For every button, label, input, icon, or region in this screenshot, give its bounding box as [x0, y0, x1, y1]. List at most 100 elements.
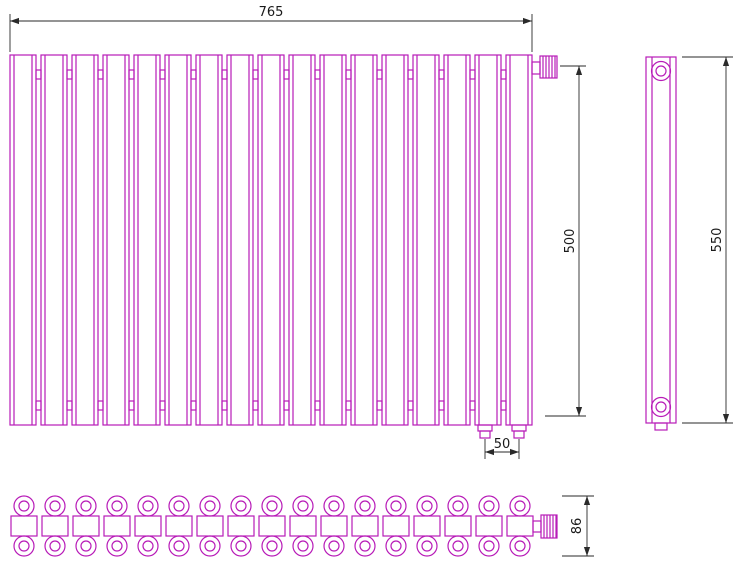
section-nipple-bottom — [252, 400, 259, 411]
tube-inner-circle — [18, 500, 30, 512]
tube-inner-circle — [390, 500, 402, 512]
tube-inner-circle — [483, 500, 495, 512]
radiator-section — [164, 54, 192, 426]
side-view-top-boss-outer — [650, 60, 672, 82]
tube-outer-circle — [106, 495, 128, 517]
tube-inner-circle — [390, 540, 402, 552]
tube-inner-circle — [483, 540, 495, 552]
tube-outer-circle — [106, 535, 128, 557]
tube-inner-circle — [204, 500, 216, 512]
bottom-connector-left-tip — [479, 430, 491, 439]
section-nipple-bottom — [345, 400, 352, 411]
tube-inner-circle — [204, 540, 216, 552]
top-view — [10, 495, 558, 557]
tube-outer-circle — [168, 535, 190, 557]
bottom-connector-left — [477, 424, 493, 432]
tube-outer-circle — [137, 535, 159, 557]
tube-outer-circle — [13, 495, 35, 517]
top-view-section-body — [320, 515, 348, 537]
section-nipple-top — [190, 69, 197, 80]
top-right-connector — [531, 55, 558, 79]
tube-inner-circle — [266, 500, 278, 512]
top-view-section-body — [444, 515, 472, 537]
section-nipple-bottom — [190, 400, 197, 411]
tube-outer-circle — [447, 535, 469, 557]
section-nipple-bottom — [500, 400, 507, 411]
dim-overall-width: 765 — [9, 5, 533, 52]
dim-connection-spacing-label: 50 — [494, 437, 511, 452]
tube-outer-circle — [323, 535, 345, 557]
section-nipple-top — [345, 69, 352, 80]
top-view-section-body — [289, 515, 317, 537]
bottom-connector-right-tip — [513, 430, 525, 439]
bottom-connector-right — [511, 424, 527, 432]
section-nipple-bottom — [283, 400, 290, 411]
section-nipple-top — [283, 69, 290, 80]
section-nipple-bottom — [469, 400, 476, 411]
radiator-section — [9, 54, 37, 426]
radiator-section — [133, 54, 161, 426]
tube-outer-circle — [447, 495, 469, 517]
section-nipple-top — [407, 69, 414, 80]
top-view-section-body — [506, 515, 534, 537]
tube-outer-circle — [354, 535, 376, 557]
tube-inner-circle — [235, 540, 247, 552]
top-view-section-body — [72, 515, 100, 537]
section-nipple-top — [376, 69, 383, 80]
top-view-section-body — [475, 515, 503, 537]
top-view-section-body — [227, 515, 255, 537]
tube-inner-circle — [173, 540, 185, 552]
section-nipple-bottom — [376, 400, 383, 411]
tube-inner-circle — [111, 540, 123, 552]
tube-outer-circle — [44, 495, 66, 517]
top-view-section-body — [258, 515, 286, 537]
section-nipple-bottom — [66, 400, 73, 411]
top-view-sections — [10, 495, 534, 557]
tube-outer-circle — [199, 535, 221, 557]
top-view-section-body — [413, 515, 441, 537]
tube-outer-circle — [44, 535, 66, 557]
radiator-section — [443, 54, 471, 426]
top-view-connector — [532, 514, 558, 539]
tube-inner-circle — [514, 500, 526, 512]
tube-inner-circle — [142, 500, 154, 512]
radiator-section — [226, 54, 254, 426]
side-view-top-boss-inner — [655, 65, 667, 77]
tube-inner-circle — [111, 500, 123, 512]
tube-inner-circle — [421, 540, 433, 552]
dim-total-height-label: 550 — [710, 228, 725, 253]
section-nipple-top — [500, 69, 507, 80]
section-nipple-top — [314, 69, 321, 80]
tube-inner-circle — [359, 540, 371, 552]
dim-depth: 86 — [562, 495, 594, 557]
section-nipple-bottom — [128, 400, 135, 411]
section-nipple-top — [66, 69, 73, 80]
tube-outer-circle — [230, 535, 252, 557]
tube-inner-circle — [421, 500, 433, 512]
section-nipple-bottom — [407, 400, 414, 411]
dim-connection-spacing: 50 — [484, 437, 520, 459]
tube-outer-circle — [230, 495, 252, 517]
connector-stem — [531, 61, 541, 75]
tube-inner-circle — [452, 540, 464, 552]
radiator-section — [381, 54, 409, 426]
tube-inner-circle — [359, 500, 371, 512]
top-view-section-body — [382, 515, 410, 537]
radiator-section — [412, 54, 440, 426]
tube-outer-circle — [323, 495, 345, 517]
tube-inner-circle — [297, 540, 309, 552]
connector-stem — [532, 520, 542, 533]
tube-outer-circle — [478, 535, 500, 557]
tube-outer-circle — [75, 535, 97, 557]
radiator-section — [319, 54, 347, 426]
section-nipple-bottom — [314, 400, 321, 411]
tube-outer-circle — [137, 495, 159, 517]
radiator-section — [102, 54, 130, 426]
front-sections — [9, 54, 533, 426]
section-nipple-top — [35, 69, 42, 80]
tube-inner-circle — [328, 500, 340, 512]
side-view — [645, 56, 677, 431]
section-nipple-top — [159, 69, 166, 80]
front-view — [9, 54, 558, 439]
